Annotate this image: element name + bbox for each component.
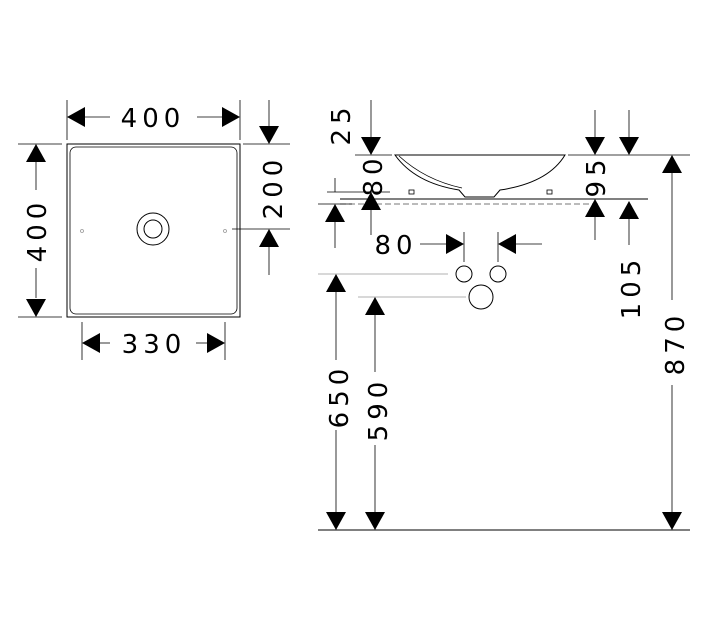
side-view: 80 25 80 95 105 870	[318, 100, 691, 531]
dim-height-590: 590	[364, 377, 394, 442]
drain-outer	[136, 212, 170, 246]
basin-bowl-side	[394, 154, 566, 198]
waste-outlet	[468, 284, 494, 310]
dim-tap-spacing-80: 80	[374, 231, 417, 261]
dim-rim-25: 25	[327, 102, 357, 145]
dim-overall-870: 870	[661, 311, 691, 376]
dim-height-650: 650	[325, 364, 355, 429]
tap-hole-left	[455, 265, 473, 283]
basin-inner-top	[69, 146, 238, 315]
dim-inner-width-330: 330	[122, 330, 187, 360]
dim-offset-105: 105	[617, 255, 647, 320]
tap-hole-right	[489, 265, 507, 283]
dim-drain-offset-200: 200	[259, 155, 289, 220]
dim-bowl-depth-80: 80	[359, 153, 389, 196]
dim-depth-400: 400	[23, 198, 53, 263]
top-view: 400 400 200 330	[18, 100, 290, 360]
dim-width-400: 400	[121, 104, 186, 134]
basin-outline-top	[66, 143, 241, 318]
mount-point-right	[223, 229, 227, 233]
dim-right-depth-95: 95	[582, 154, 612, 197]
mount-point-left	[80, 229, 84, 233]
drain-inner	[143, 219, 163, 239]
